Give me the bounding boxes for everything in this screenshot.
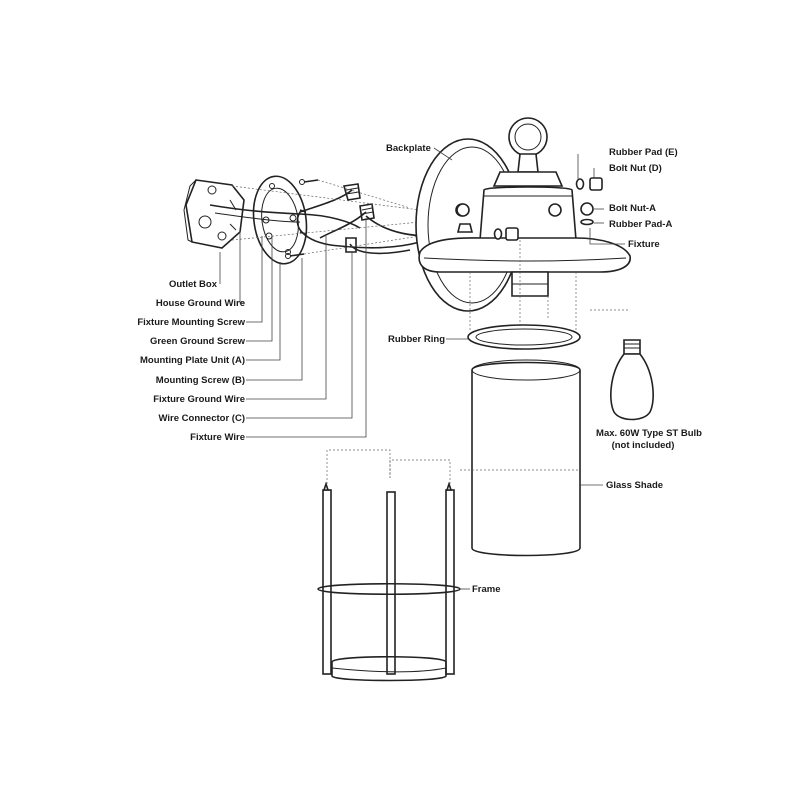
outlet-box: [183, 179, 245, 249]
label-rubber-pad-e: Rubber Pad (E): [609, 147, 678, 158]
label-wire-connector-c: Wire Connector (C): [159, 413, 245, 424]
house-wire-black: [209, 204, 361, 229]
label-outlet-box: Outlet Box: [169, 279, 218, 290]
label-fixture-mounting-screw: Fixture Mounting Screw: [137, 317, 245, 328]
label-frame: Frame: [472, 584, 501, 595]
bulb-icon: [610, 339, 654, 421]
rubber-ring: [467, 324, 581, 350]
leader-lines: [219, 147, 625, 590]
rubber-pad-and-nuts: [493, 177, 603, 241]
label-glass-shade: Glass Shade: [606, 480, 663, 491]
label-house-ground-wire: House Ground Wire: [156, 298, 245, 309]
label-rubber-ring: Rubber Ring: [388, 334, 445, 345]
label-fixture-ground-wire: Fixture Ground Wire: [153, 394, 245, 405]
label-backplate: Backplate: [386, 143, 431, 154]
label-fixture: Fixture: [628, 239, 660, 250]
label-rubber-pad-a: Rubber Pad-A: [609, 219, 672, 230]
fixture-housing: [418, 117, 631, 297]
glass-shade: [471, 359, 581, 557]
label-bolt-nut-a: Bolt Nut-A: [609, 203, 656, 214]
label-bulb-line1: Max. 60W Type ST Bulb: [596, 428, 702, 439]
label-bolt-nut-d: Bolt Nut (D): [609, 163, 662, 174]
label-bulb-line2: (not included): [612, 440, 675, 451]
frame: [317, 481, 461, 682]
fixture-wires: [296, 189, 431, 255]
label-mounting-screw-b: Mounting Screw (B): [156, 375, 245, 386]
label-fixture-wire: Fixture Wire: [190, 432, 245, 443]
label-green-ground-screw: Green Ground Screw: [150, 336, 246, 347]
label-mounting-plate-unit: Mounting Plate Unit (A): [140, 355, 245, 366]
mounting-plate-unit: [252, 175, 308, 265]
